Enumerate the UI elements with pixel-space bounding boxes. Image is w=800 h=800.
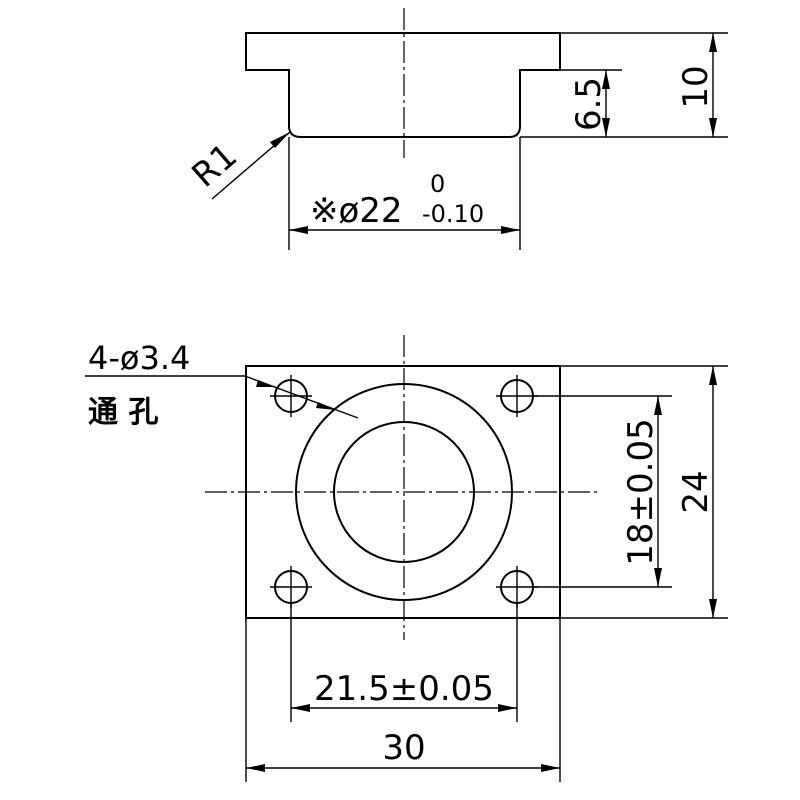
arrow-head <box>709 33 717 52</box>
arrow-head <box>602 118 610 137</box>
arrow-head <box>270 132 290 148</box>
hole-note: 通 孔 <box>88 395 158 430</box>
dim-hole-spacing-vertical: 18±0.05 <box>621 418 661 565</box>
dim-diameter-upper-tol: 0 <box>430 170 445 198</box>
arrow-head <box>291 704 310 712</box>
arrow-head <box>709 118 717 137</box>
side-view-outline <box>245 32 561 138</box>
dim-diameter: ※ø22 <box>310 191 403 231</box>
hole-center-marks <box>270 375 538 608</box>
dim-height: 24 <box>676 470 716 513</box>
dim-radius: R1 <box>185 136 245 196</box>
side-view: 10 6.5 R1 ※ø22 0 -0.10 <box>185 8 728 250</box>
arrow-head <box>709 366 717 385</box>
arrow-head <box>498 704 517 712</box>
arrow-head <box>709 599 717 618</box>
arrow-head <box>246 764 265 772</box>
arrow-head <box>501 226 520 234</box>
arrow-head <box>316 402 335 410</box>
arrow-head <box>654 568 662 587</box>
hole-callout: 4-ø3.4 <box>88 339 190 377</box>
dim-diameter-lower-tol: -0.10 <box>422 200 484 228</box>
top-view: 4-ø3.4 通 孔 24 18±0.05 21.5±0.05 30 <box>85 335 728 782</box>
arrow-head <box>654 396 662 415</box>
dim-hole-spacing-horizontal: 21.5±0.05 <box>314 669 494 709</box>
dim-height-body: 6.5 <box>569 77 609 131</box>
dim-width: 30 <box>382 728 425 768</box>
arrow-head <box>256 380 275 387</box>
arrow-head <box>541 764 560 772</box>
arrow-head <box>602 70 610 89</box>
dim-height-total: 10 <box>676 65 716 108</box>
arrow-head <box>289 226 308 234</box>
